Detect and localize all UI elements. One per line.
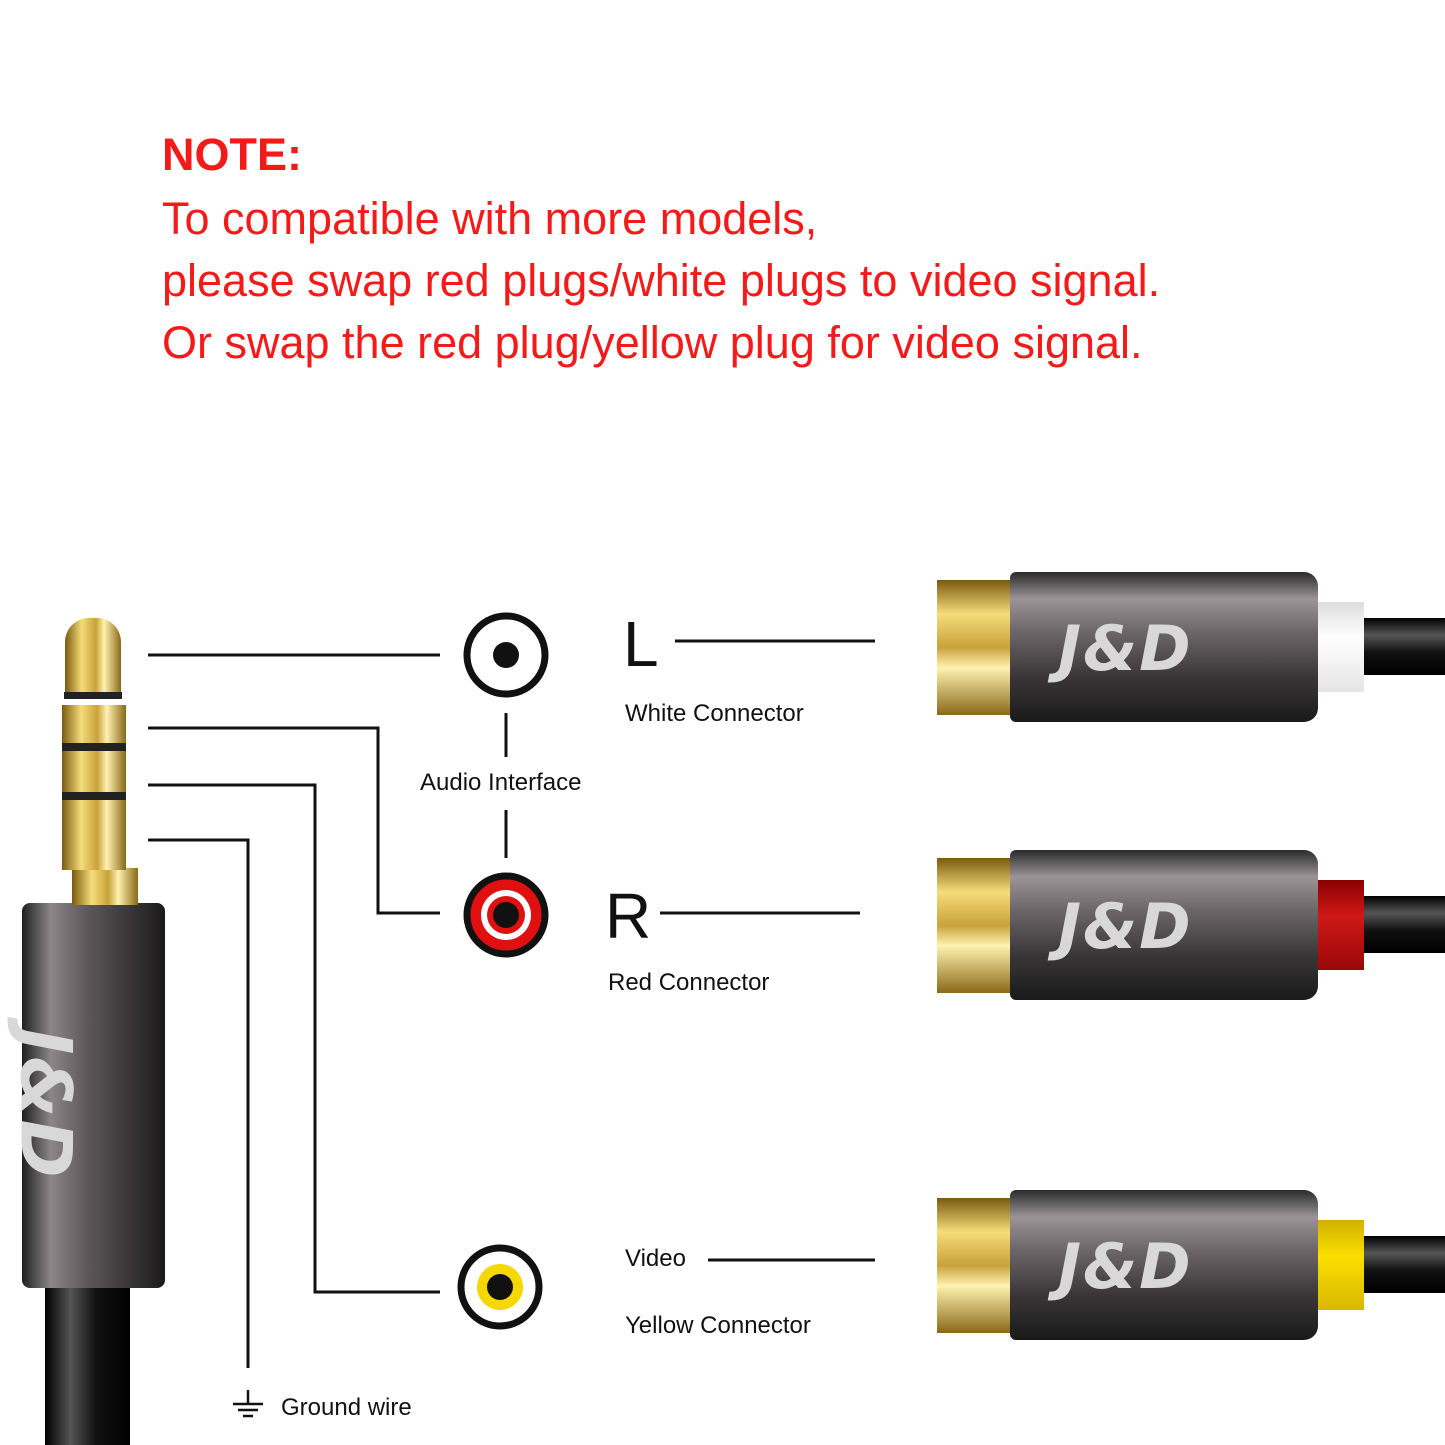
jack-tip — [65, 618, 121, 696]
plug-body: J&D — [1010, 1190, 1318, 1340]
note-line-1: To compatible with more models, — [162, 193, 818, 244]
insulator-ring — [62, 792, 126, 800]
video-label: Video — [625, 1245, 686, 1272]
jack-body: J&D — [5, 903, 165, 1288]
gold-tip — [937, 580, 1013, 715]
brand-logo: J&D — [4, 1028, 87, 1180]
right-channel-label: R — [605, 880, 652, 952]
gold-tip — [937, 1198, 1013, 1333]
brand-logo: J&D — [1058, 612, 1193, 685]
insulator-ring — [62, 743, 126, 751]
connection-lines — [148, 639, 875, 1368]
cable — [1362, 618, 1445, 675]
gold-tip — [937, 858, 1013, 993]
jack-sleeve — [62, 705, 126, 870]
note-line-3: Or swap the red plug/yellow plug for vid… — [162, 317, 1143, 368]
plug-body: J&D — [1010, 850, 1318, 1000]
cable — [1362, 1236, 1445, 1293]
right-audio-socket-icon — [463, 872, 549, 958]
brand-logo: J&D — [1058, 890, 1193, 963]
plug-body: J&D — [1010, 572, 1318, 722]
white-connector-label: White Connector — [625, 700, 804, 727]
note-heading: NOTE: — [162, 129, 302, 180]
audio-interface-label: Audio Interface — [420, 769, 582, 796]
left-channel-label: L — [623, 608, 659, 680]
note-line-2: please swap red plugs/white plugs to vid… — [162, 255, 1161, 306]
yellow-collar — [1314, 1220, 1364, 1310]
jack-cable — [45, 1280, 130, 1445]
red-connector-label: Red Connector — [608, 969, 770, 996]
red-collar — [1314, 880, 1364, 970]
cable — [1362, 896, 1445, 953]
ground-wire-label: Ground wire — [281, 1394, 412, 1421]
ground-icon — [233, 1390, 263, 1418]
yellow-connector-label: Yellow Connector — [625, 1312, 811, 1339]
white-collar — [1314, 602, 1364, 692]
brand-logo: J&D — [1058, 1230, 1193, 1303]
video-socket-icon — [457, 1244, 543, 1330]
insulator-ring — [64, 692, 122, 699]
left-audio-socket-icon — [463, 612, 549, 698]
jack-collar — [72, 868, 138, 905]
